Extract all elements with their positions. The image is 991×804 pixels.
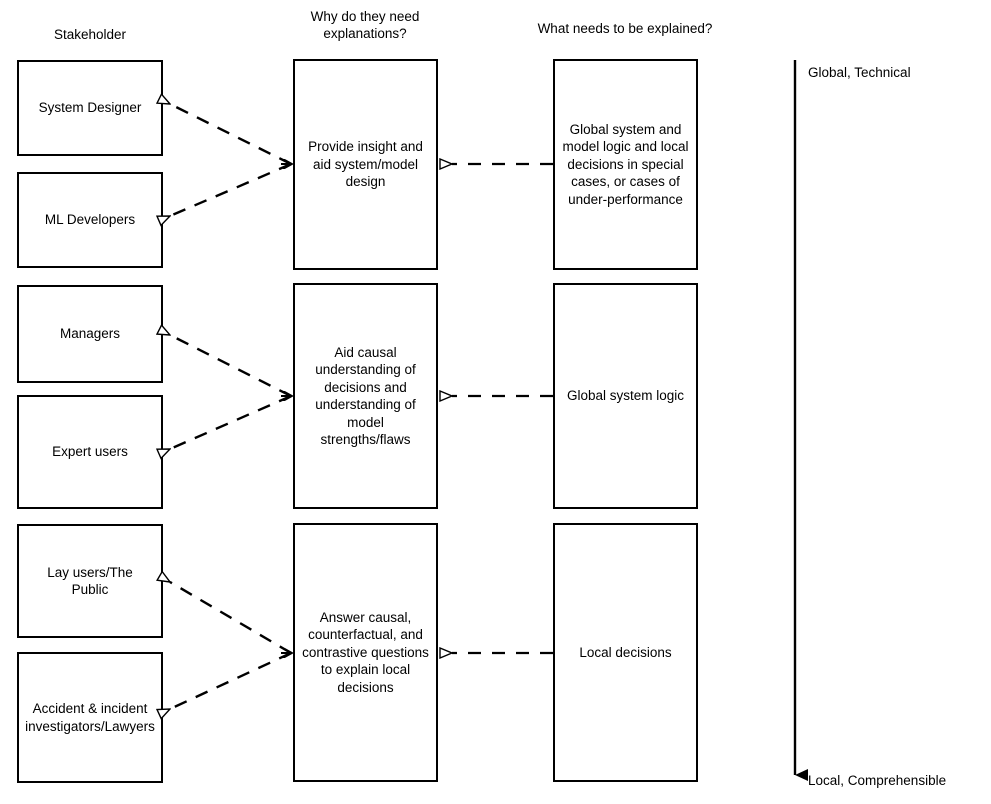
edge-reason2-to-managers — [170, 335, 292, 398]
explanation-label: Local decisions — [579, 644, 672, 660]
stakeholder-box-expert-users[interactable]: Expert users — [17, 395, 163, 509]
stakeholder-label: ML Developers — [44, 212, 136, 228]
stakeholder-box-lay-users[interactable]: Lay users/The Public — [17, 524, 163, 638]
explanation-label: Global system logic — [566, 388, 685, 404]
reason-box-causal-understanding[interactable]: Aid causal understanding of decisions an… — [293, 283, 438, 509]
stakeholder-box-accident-investigators[interactable]: Accident & incident investigators/Lawyer… — [17, 652, 163, 783]
reason-label: Provide insight and aid system/model des… — [308, 139, 423, 190]
stakeholder-label: Accident & incident investigators/Lawyer… — [25, 701, 155, 734]
edge-reason2-to-expert-users — [170, 394, 292, 449]
reason-label: Aid causal understanding of decisions an… — [315, 344, 416, 448]
stakeholder-label: System Designer — [38, 100, 142, 116]
stakeholder-label: Expert users — [52, 444, 128, 460]
axis-label-bottom: Local, Comprehensible — [808, 773, 947, 788]
stakeholder-box-system-designer[interactable]: System Designer — [17, 60, 163, 156]
column-header-stakeholder: Stakeholder — [53, 27, 127, 42]
edge-reason1-to-system-designer — [170, 104, 292, 166]
reason-label: Answer causal, counterfactual, and contr… — [302, 609, 429, 695]
explanation-box-local-decisions[interactable]: Local decisions — [553, 523, 698, 782]
edge-reason1-to-ml-developers — [170, 162, 292, 216]
explanation-box-global-and-local[interactable]: Global system and model logic and local … — [553, 59, 698, 270]
column-header-why: Why do they need explanations? — [310, 9, 420, 41]
edge-reason3-to-lay-users — [170, 582, 292, 655]
stakeholder-label: Managers — [59, 326, 121, 342]
column-header-what: What needs to be explained? — [537, 21, 713, 36]
reason-box-answer-questions[interactable]: Answer causal, counterfactual, and contr… — [293, 523, 438, 782]
reason-box-design-insight[interactable]: Provide insight and aid system/model des… — [293, 59, 438, 270]
explanation-box-global-system-logic[interactable]: Global system logic — [553, 283, 698, 509]
stakeholder-box-ml-developers[interactable]: ML Developers — [17, 172, 163, 268]
stakeholder-label: Lay users/The Public — [47, 564, 133, 598]
stakeholder-box-managers[interactable]: Managers — [17, 285, 163, 383]
edge-reason3-to-investigators — [170, 651, 292, 709]
axis-label-top: Global, Technical — [808, 65, 911, 80]
explanation-label: Global system and model logic and local … — [562, 121, 689, 207]
